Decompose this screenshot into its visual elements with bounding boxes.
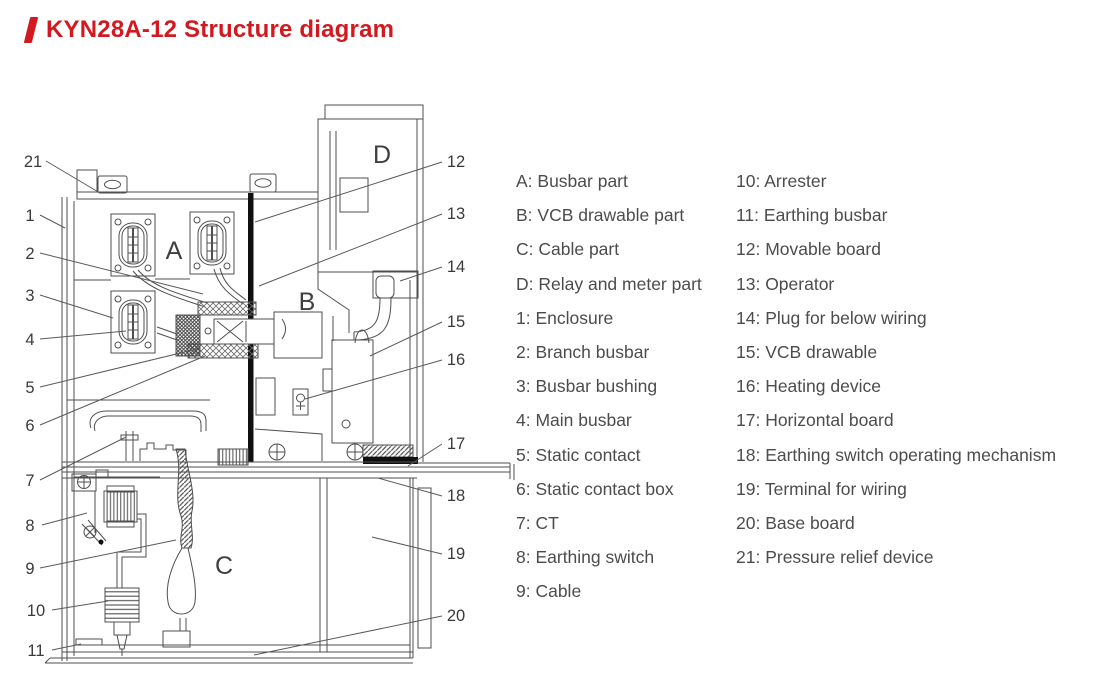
callout-leader-6 [39,355,206,426]
callout-leader-2 [39,252,204,295]
legend-item-18: 18: Earthing switch operating mechanism [736,444,1057,465]
callout-label-2: 2 [25,245,34,263]
callout-label-19: 19 [447,545,465,563]
relay-meter-box [317,118,418,273]
callout-leader-21 [45,160,101,194]
callout-leader-11 [51,643,82,651]
callout-leader-3 [39,294,114,319]
callout-label-5: 5 [25,379,34,397]
legend-item-3: 3: Busbar bushing [516,376,658,397]
callout-label-12: 12 [447,153,465,171]
earthing-switch-mechanism [71,469,160,588]
callout-label-15: 15 [447,313,465,331]
ct-duct [89,410,249,466]
callout-leader-12 [254,161,443,223]
plug-for-below-wiring [353,270,419,341]
callout-label-14: 14 [447,258,465,276]
callout-leader-15 [369,321,443,357]
callout-label-17: 17 [447,435,465,453]
callout-leader-4 [39,330,127,340]
arrester [104,587,140,656]
legend-item-7: 7: CT [516,513,559,534]
callout-label-7: 7 [25,472,34,490]
callout-leader-8 [41,512,88,526]
legend-item-20: 20: Base board [736,513,855,534]
callout-leader-14 [399,266,443,282]
legend-item-8: 8: Earthing switch [516,547,655,568]
legend-item-14: 14: Plug for below wiring [736,307,927,328]
callout-label-20: 20 [447,607,465,625]
legend-item-D: D: Relay and meter part [516,273,702,294]
callout-label-3: 3 [25,287,34,305]
callout-leader-19 [371,536,443,555]
legend-item-A: A: Busbar part [516,171,628,191]
callout-label-11: 11 [27,642,44,660]
callout-leader-1 [39,214,66,229]
legend-item-19: 19: Terminal for wiring [736,478,907,499]
cable-compartment [44,478,432,664]
cable-rope [166,448,196,631]
pressure-relief-device [104,179,121,190]
callout-leader-7 [39,436,127,481]
callout-leader-16 [304,359,443,400]
legend-item-B: B: VCB drawable part [516,205,685,226]
legend-item-12: 12: Movable board [736,239,881,260]
callout-label-1: 1 [25,207,34,225]
legend-item-5: 5: Static contact [516,444,641,465]
enclosure-cabinet [61,104,424,661]
callout-label-16: 16 [447,351,465,369]
legend-column-2: 10: Arrester 11: Earthing busbar 12: Movab… [736,164,1056,574]
page-header: KYN28A-12 Structure diagram [23,16,395,44]
title-slash-icon [23,17,39,43]
section-letter-A: A [166,237,183,265]
terminal-panel [417,487,432,649]
callout-leader-5 [39,348,198,388]
legend-item-9: 9: Cable [516,581,582,602]
legend-column-1: A: Busbar part B: VCB drawable part C: Cab… [516,164,702,609]
legend-item-16: 16: Heating device [736,376,881,397]
legend-item-21: 21: Pressure relief device [736,547,934,568]
callout-leader-17 [407,443,443,467]
callout-label-13: 13 [447,205,465,223]
vcb-compartment [254,270,419,461]
callout-label-6: 6 [25,417,34,435]
vcb-drawable [331,339,374,444]
legend-item-2: 2: Branch busbar [516,342,650,363]
callout-leader-13 [258,213,443,287]
callout-leader-10 [51,600,109,611]
earthing-busbar [75,638,103,646]
legend-item-C: C: Cable part [516,239,620,260]
callout-label-18: 18 [447,487,465,505]
callout-label-4: 4 [25,331,34,349]
diagram-section-letters: A B C D [166,141,391,580]
legend-item-17: 17: Horizontal board [736,410,894,431]
static-contact-assembly [132,267,275,359]
legend-item-15: 15: VCB drawable [736,342,878,363]
diagram-linework [44,104,515,664]
legend-item-10: 10: Arrester [736,171,827,191]
legend-item-6: 6: Static contact box [516,478,674,499]
callout-label-10: 10 [27,602,45,620]
page-title: KYN28A-12 Structure diagram [46,16,395,43]
legend-item-13: 13: Operator [736,273,835,294]
callout-leader-20 [253,615,443,656]
section-letter-B: B [299,288,316,316]
legend-item-4: 4: Main busbar [516,410,632,431]
callout-leader-18 [377,477,443,497]
section-letter-C: C [215,552,233,580]
heating-device [292,388,309,416]
callout-leader-9 [39,539,177,569]
callout-label-21: 21 [24,153,42,171]
callout-label-9: 9 [25,560,34,578]
section-letter-D: D [373,141,391,169]
legend-item-11: 11: Earthing busbar [736,205,888,226]
legend-item-1: 1: Enclosure [516,307,614,328]
callout-label-8: 8 [25,517,34,535]
